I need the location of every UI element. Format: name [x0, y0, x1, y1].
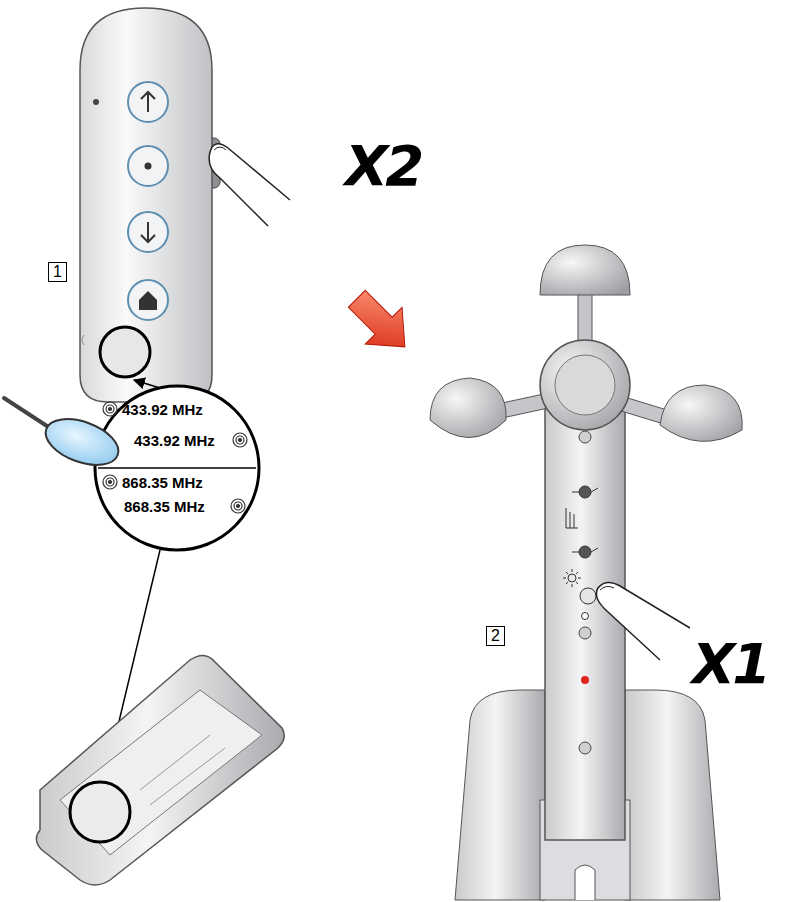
frequency-label: 433.92 MHz — [122, 402, 203, 417]
finger — [209, 144, 290, 226]
frequency-label: 868.35 MHz — [122, 475, 203, 490]
antenna-symbol — [103, 402, 247, 513]
callout-number: 2 — [486, 626, 505, 646]
frequency-label: 868.35 MHz — [124, 499, 205, 514]
wind-sensor — [430, 245, 742, 900]
callout-number: 1 — [48, 262, 67, 282]
frequency-label: 433.92 MHz — [134, 433, 215, 448]
direction-arrow — [338, 280, 423, 365]
press-count: X2 — [345, 138, 421, 194]
finger — [596, 582, 690, 660]
magnifying-glass — [4, 398, 125, 474]
press-count: X1 — [692, 636, 768, 692]
receiver-module — [36, 655, 284, 885]
remote-control — [80, 8, 220, 402]
